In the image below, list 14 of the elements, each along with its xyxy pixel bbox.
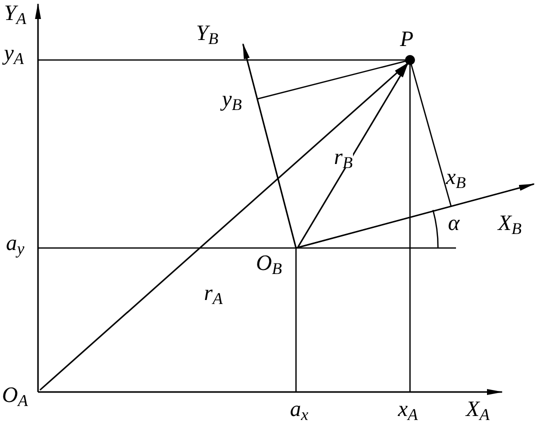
axis-label: x$_{A}$	[398, 398, 418, 420]
axis-label: x$_{B}$	[446, 166, 466, 188]
point-label: P	[400, 28, 414, 50]
axis-label: Y$_{B}$	[196, 22, 218, 44]
axis-label: Y$_{A}$	[4, 2, 26, 24]
axis-label: a$_{x}$	[290, 398, 308, 420]
point-label: O$_{B}$	[256, 252, 282, 274]
axis-label: α	[448, 212, 460, 234]
axis-label: X$_{B}$	[498, 212, 522, 234]
axis-label: y$_{B}$	[222, 88, 242, 110]
axis-label: y$_{A}$	[4, 42, 24, 64]
point-label: O$_{A}$	[2, 384, 28, 406]
axis-label: X$_{A}$	[466, 398, 490, 420]
arrow	[297, 62, 409, 248]
